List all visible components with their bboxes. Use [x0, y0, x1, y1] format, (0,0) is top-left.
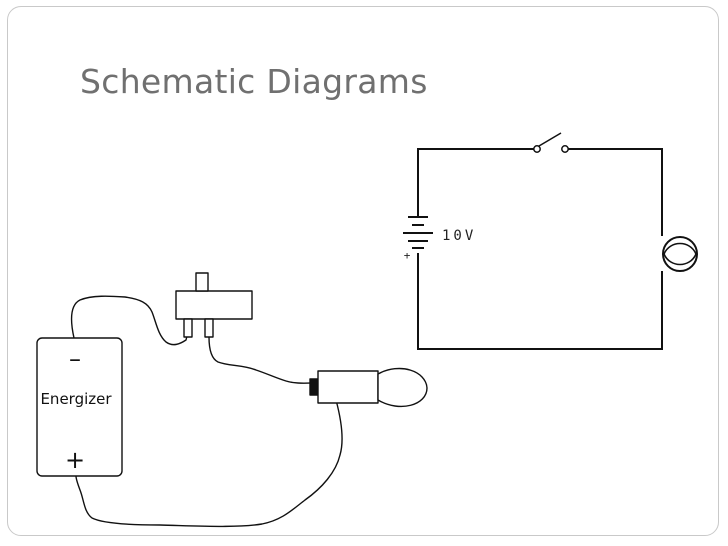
pictorial-battery	[36, 337, 123, 477]
schematic-lamp	[662, 236, 698, 272]
battery-positive-label: +	[65, 446, 85, 474]
schematic-switch	[533, 132, 569, 153]
schematic-wire-left-lower	[417, 253, 663, 350]
pictorial-switch	[175, 272, 253, 338]
pictorial-circuit	[36, 272, 428, 528]
slide-title: Schematic Diagrams	[80, 62, 428, 101]
battery-negative-label: –	[69, 345, 81, 373]
schematic-circuit	[403, 132, 698, 350]
pictorial-bulb	[309, 367, 428, 408]
battery-brand-label: Energizer	[40, 390, 112, 408]
schematic-voltage-label: 10V	[442, 228, 476, 244]
schematic-battery-plus-label: +	[404, 249, 411, 262]
schematic-battery	[403, 216, 433, 249]
schematic-wire-top-left	[417, 148, 537, 217]
wire-battery-to-switch	[70, 295, 188, 346]
slide-frame	[7, 6, 719, 536]
wire-switch-to-bulb	[208, 336, 315, 384]
schematic-wire-top-right	[565, 148, 663, 236]
wire-bulb-to-battery	[75, 399, 343, 528]
